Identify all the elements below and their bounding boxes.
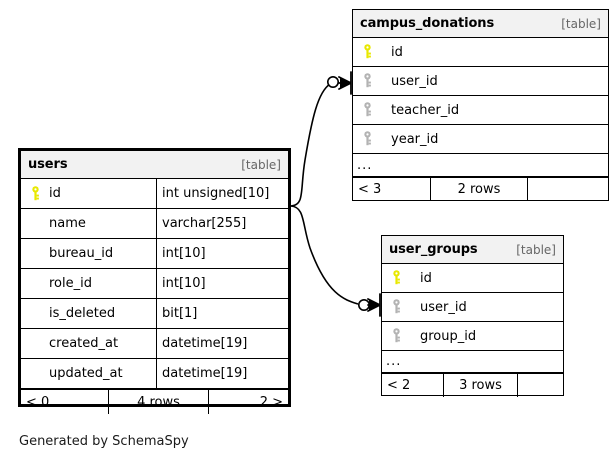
column-row-teacher-id[interactable]: teacher_id (353, 96, 608, 125)
column-label: role_id (49, 276, 92, 291)
edge-users-to-campus-donations (290, 71, 352, 207)
footer-parents-count[interactable]: < 3 (353, 178, 431, 201)
column-row-id[interactable]: id (353, 38, 608, 67)
column-row-id[interactable]: id (382, 264, 563, 293)
column-name-cell: year_id (353, 125, 608, 153)
column-label: user_id (391, 73, 438, 89)
column-row-id[interactable]: id int unsigned[10] (21, 179, 288, 209)
table-type-tag: [table] (516, 242, 556, 257)
foreign-key-icon (359, 102, 376, 118)
column-row-user-id[interactable]: user_id (382, 293, 563, 322)
primary-key-icon (27, 185, 44, 202)
column-name-cell: is_deleted (21, 299, 156, 328)
column-label: teacher_id (391, 102, 460, 118)
edge-users-to-user-groups (290, 205, 381, 317)
column-row-updated-at[interactable]: updated_at datetime[19] (21, 359, 288, 389)
column-row-role-id[interactable]: role_id int[10] (21, 269, 288, 299)
optional-marker-icon (357, 298, 370, 311)
column-label: id (420, 270, 432, 286)
footer-row-count: 3 rows (444, 374, 518, 397)
table-type-tag: [table] (561, 16, 601, 31)
column-name-cell: user_id (353, 67, 608, 95)
footer-children-count[interactable]: 2 > (259, 394, 283, 410)
foreign-key-icon (388, 299, 405, 315)
crowsfoot-marker-icon (367, 293, 381, 317)
table-header-campus-donations[interactable]: campus_donations [table] (353, 10, 608, 38)
optional-marker-icon (326, 76, 339, 89)
table-footer-users: < 0 4 rows 2 > (21, 389, 288, 414)
column-name-cell: updated_at (21, 359, 156, 388)
footer-parents-count[interactable]: < 2 (382, 374, 444, 397)
column-row-is-deleted[interactable]: is_deleted bit[1] (21, 299, 288, 329)
column-type-cell: int unsigned[10] (156, 179, 288, 208)
foreign-key-icon (388, 328, 405, 344)
table-footer-campus-donations: < 3 2 rows (353, 177, 608, 201)
footer-row-count: 2 rows (431, 178, 528, 201)
table-node-users[interactable]: users [table] id int unsigned[10] (18, 148, 291, 414)
column-name-cell: group_id (382, 322, 563, 350)
column-name-cell: id (382, 264, 563, 292)
column-row-year-id[interactable]: year_id (353, 125, 608, 154)
column-label: created_at (49, 336, 119, 351)
table-node-campus-donations[interactable]: campus_donations [table] id (352, 9, 609, 201)
column-type-cell: int[10] (156, 269, 288, 298)
column-type-cell: bit[1] (156, 299, 288, 328)
footer-children-count[interactable] (518, 374, 563, 397)
column-name-cell: id (21, 179, 156, 208)
column-name-cell: user_id (382, 293, 563, 321)
table-title: campus_donations (360, 16, 495, 31)
crowsfoot-marker-icon (338, 71, 352, 95)
column-name-cell: id (353, 38, 608, 66)
column-type-cell: varchar[255] (156, 209, 288, 238)
more-columns-indicator: ... (353, 154, 608, 177)
column-label: year_id (391, 131, 439, 147)
column-name-cell: name (21, 209, 156, 238)
column-row-name[interactable]: name varchar[255] (21, 209, 288, 239)
footer-children-count[interactable] (528, 178, 608, 201)
foreign-key-icon (359, 131, 376, 147)
table-header-user-groups[interactable]: user_groups [table] (382, 236, 563, 264)
more-columns-indicator: ... (382, 351, 563, 373)
column-row-user-id[interactable]: user_id (353, 67, 608, 96)
column-type-cell: int[10] (156, 239, 288, 268)
table-title: users (28, 157, 68, 172)
table-type-tag: [table] (241, 157, 281, 172)
footer-parents-count[interactable]: < 0 (21, 390, 109, 414)
column-name-cell: role_id (21, 269, 156, 298)
column-label: user_id (420, 299, 467, 315)
column-row-bureau-id[interactable]: bureau_id int[10] (21, 239, 288, 269)
column-name-cell: created_at (21, 329, 156, 358)
column-label: group_id (420, 328, 477, 344)
column-type-cell: datetime[19] (156, 359, 288, 388)
column-name-cell: teacher_id (353, 96, 608, 124)
column-label: is_deleted (49, 306, 116, 321)
column-label: name (49, 216, 86, 231)
table-footer-user-groups: < 2 3 rows (382, 373, 563, 397)
column-type-cell: datetime[19] (156, 329, 288, 358)
table-header-users[interactable]: users [table] (21, 151, 288, 179)
footer-row-count: 4 rows (109, 390, 209, 414)
primary-key-icon (388, 270, 405, 286)
foreign-key-icon (359, 73, 376, 89)
column-row-created-at[interactable]: created_at datetime[19] (21, 329, 288, 359)
column-label: bureau_id (49, 246, 114, 261)
column-label: id (391, 44, 403, 60)
generated-by-credit: Generated by SchemaSpy (19, 434, 189, 449)
table-title: user_groups (389, 242, 478, 257)
column-label: id (49, 186, 61, 201)
primary-key-icon (359, 44, 376, 60)
column-name-cell: bureau_id (21, 239, 156, 268)
table-node-user-groups[interactable]: user_groups [table] id (381, 235, 564, 397)
column-row-group-id[interactable]: group_id (382, 322, 563, 351)
column-label: updated_at (49, 366, 123, 381)
